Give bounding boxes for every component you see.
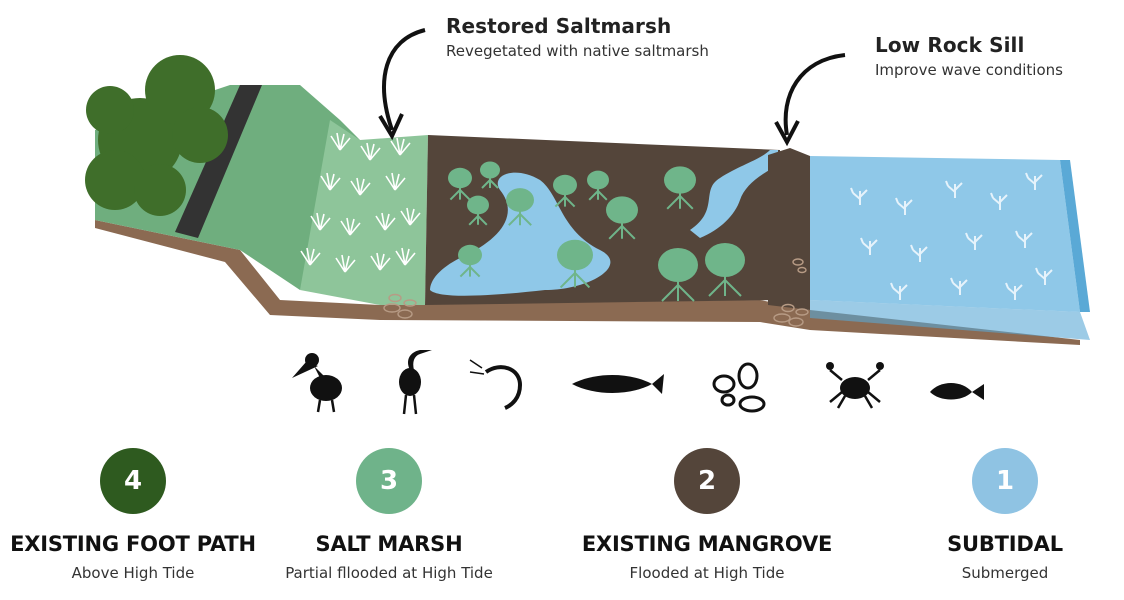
- subtidal-water-top: [810, 156, 1080, 312]
- subtidal-water-front: [1060, 160, 1090, 312]
- zone-subtidal: 1 SUBTIDAL Submerged: [870, 448, 1124, 582]
- grouper-icon: [930, 383, 984, 400]
- mangrove-tree: [480, 161, 500, 189]
- coral: [850, 187, 868, 205]
- saltmarsh-tuft: [340, 217, 361, 236]
- mangrove-tree: [467, 195, 489, 226]
- zone-description: Partial fllooded at High Tide: [285, 564, 493, 582]
- restored-saltmarsh-arrow: [382, 28, 426, 131]
- mangrove-tree: [606, 196, 638, 240]
- zone-salt-marsh: 3 SALT MARSH Partial fllooded at High Ti…: [254, 448, 524, 582]
- saltmarsh-tuft: [320, 172, 341, 191]
- mangrove-tree: [658, 248, 698, 302]
- saltmarsh-tuft: [390, 137, 411, 156]
- coral: [1025, 172, 1043, 190]
- restored-saltmarsh-callout: Restored Saltmarsh Revegetated with nati…: [446, 14, 709, 60]
- trout-icon: [572, 374, 664, 394]
- crab-icon: [826, 362, 884, 409]
- coral: [965, 232, 983, 250]
- mangrove-tree: [448, 167, 472, 201]
- coral: [945, 180, 963, 198]
- shrimp-icon: [469, 359, 523, 410]
- mangrove-tree: [664, 166, 696, 210]
- mangrove-tree: [587, 170, 609, 201]
- zone-number-badge: 2: [674, 448, 740, 514]
- saltmarsh-tuft: [375, 212, 396, 231]
- coral: [860, 237, 878, 255]
- zone-name: EXISTING FOOT PATH: [10, 532, 256, 556]
- low-rock-sill-callout: Low Rock Sill Improve wave conditions: [875, 33, 1063, 79]
- rock-stones: [383, 258, 809, 327]
- pelican-icon: [292, 353, 342, 413]
- oyster-icon: [712, 362, 766, 413]
- saltmarsh-tuft: [385, 172, 406, 191]
- salt-marsh-area: [300, 120, 428, 305]
- tree-icon: [85, 55, 228, 216]
- zone-number-badge: 3: [356, 448, 422, 514]
- zone-description: Above High Tide: [71, 564, 195, 582]
- coral: [950, 277, 968, 295]
- zone-existing-mangrove: 2 EXISTING MANGROVE Flooded at High Tide: [572, 448, 842, 582]
- saltmarsh-tuft: [335, 254, 356, 273]
- mangrove-tree: [506, 188, 534, 226]
- heron-icon: [399, 350, 432, 415]
- coral: [1035, 267, 1053, 285]
- zone-description: Submerged: [961, 564, 1049, 582]
- saltmarsh-tuft: [310, 212, 331, 231]
- zone-number-badge: 1: [972, 448, 1038, 514]
- tidal-creek-upper: [690, 150, 778, 238]
- mangrove-trees: [448, 161, 745, 302]
- zone-number-badge: 4: [100, 448, 166, 514]
- callout-subtitle: Revegetated with native saltmarsh: [446, 42, 709, 60]
- saltmarsh-tuft: [370, 252, 391, 271]
- callout-subtitle: Improve wave conditions: [875, 61, 1063, 79]
- zone-description: Flooded at High Tide: [629, 564, 785, 582]
- zone-existing-foot-path: 4 EXISTING FOOT PATH Above High Tide: [0, 448, 268, 582]
- mangrove-tree: [557, 239, 593, 289]
- subtidal-water-edge: [810, 300, 1090, 340]
- saltmarsh-tuft: [360, 142, 381, 161]
- mangrove-tree: [553, 174, 577, 208]
- saltmarsh-tuft: [350, 177, 371, 196]
- saltmarsh-tuft: [400, 207, 421, 226]
- coral: [890, 282, 908, 300]
- low-rock-sill-arrowhead: [774, 120, 800, 147]
- mangrove-tree: [705, 243, 745, 297]
- saltmarsh-tuft: [300, 247, 321, 266]
- coral: [895, 197, 913, 215]
- callout-title: Low Rock Sill: [875, 33, 1025, 57]
- coral: [1015, 230, 1033, 248]
- callout-title: Restored Saltmarsh: [446, 14, 672, 38]
- restored-saltmarsh-arrowhead: [378, 113, 404, 141]
- coral: [990, 192, 1008, 210]
- zone-name: EXISTING MANGROVE: [581, 532, 833, 556]
- zone-name: SUBTIDAL: [947, 532, 1063, 556]
- coral-seagrass: [850, 172, 1053, 300]
- coral: [1005, 282, 1023, 300]
- saltmarsh-plants: [300, 132, 421, 273]
- low-rock-sill: [768, 148, 810, 310]
- zone-name: SALT MARSH: [315, 532, 463, 556]
- coral: [910, 244, 928, 262]
- saltmarsh-tuft: [330, 132, 351, 151]
- mangrove-tree: [458, 244, 482, 278]
- saltmarsh-tuft: [395, 247, 416, 266]
- low-rock-sill-arrow: [783, 53, 846, 136]
- foot-path: [175, 85, 262, 238]
